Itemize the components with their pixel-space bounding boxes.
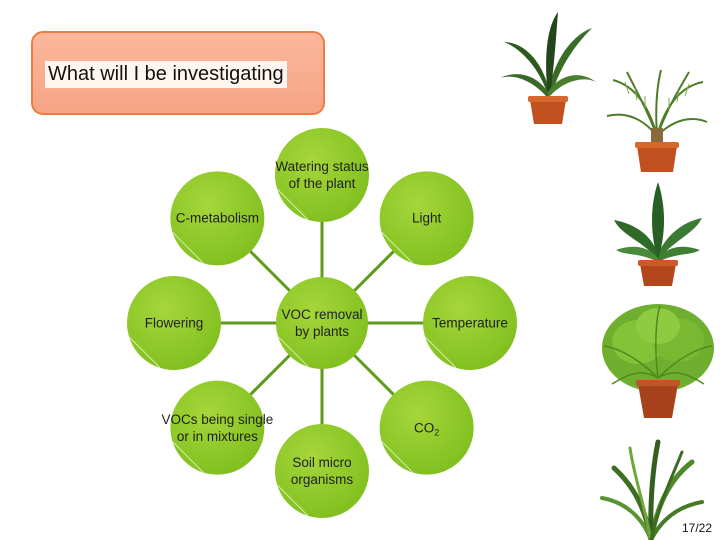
node-light-edge-highlight: [381, 232, 413, 264]
node-co2-edge-highlight: [381, 441, 413, 473]
node-center-edge-highlight: [277, 336, 309, 368]
dracaena-plant-icon: [600, 439, 704, 540]
peace-lily-plant-icon: [614, 182, 702, 286]
node-light: [379, 171, 474, 266]
node-vocs-edge-highlight: [172, 441, 204, 473]
node-watering-edge-highlight: [276, 188, 309, 221]
title-box: What will I be investigating: [31, 31, 325, 115]
fern-plant-icon: [602, 304, 714, 418]
broadleaf-plant-icon: [500, 12, 596, 124]
node-cmetabolism: [170, 171, 265, 266]
node-vocs: [170, 380, 265, 475]
node-soil: [275, 424, 369, 518]
page-number: 17/22: [679, 521, 714, 535]
node-watering: [275, 128, 369, 222]
node-flowering: [127, 276, 221, 370]
node-co2: [379, 380, 474, 475]
node-cmetabolism-edge-highlight: [172, 232, 204, 264]
node-temperature: [423, 276, 517, 370]
node-soil-edge-highlight: [276, 484, 309, 517]
node-center: [276, 277, 368, 369]
node-flowering-edge-highlight: [128, 336, 161, 369]
slide-title: What will I be investigating: [45, 60, 287, 88]
palm-plant-icon: [606, 69, 708, 172]
node-temperature-edge-highlight: [424, 336, 457, 369]
